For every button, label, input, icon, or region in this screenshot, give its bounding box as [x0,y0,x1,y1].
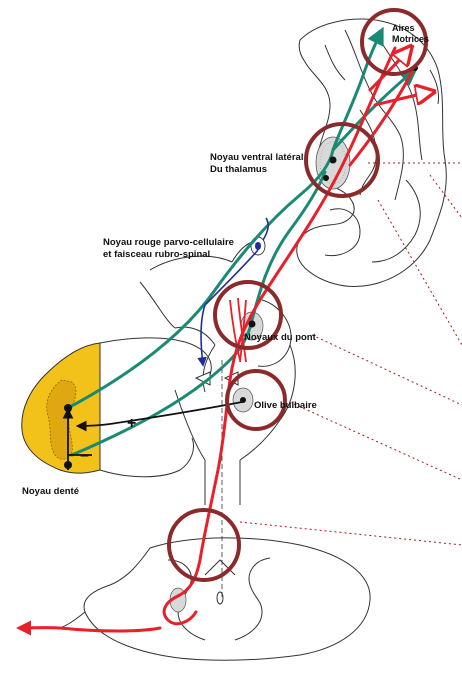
label-noyau-rouge-line2: et faisceau rubro-spinal [103,249,210,260]
label-noyaux-du-pont: Noyaux du pont [244,332,317,343]
label-aires-motrices-line2: Motrices [392,34,429,44]
label-olive-bulbaire: Olive bulbaire [254,400,317,411]
label-noyau-dente: Noyau denté [22,486,79,497]
spinal-cord-section [60,538,370,660]
pontocerebellar-fibres [230,298,246,362]
label-plus-sign: + [127,415,136,432]
label-minus-sign: – [80,447,89,464]
label-noyau-ventral-line2: Du thalamus [210,164,267,175]
label-noyau-ventral-line1: Noyau ventral latéral [210,152,303,163]
label-noyau-rouge-line1: Noyau rouge parvo-cellulaire [103,237,234,248]
label-aires-motrices-line1: Aires [392,23,415,33]
cerebellum [22,338,212,477]
